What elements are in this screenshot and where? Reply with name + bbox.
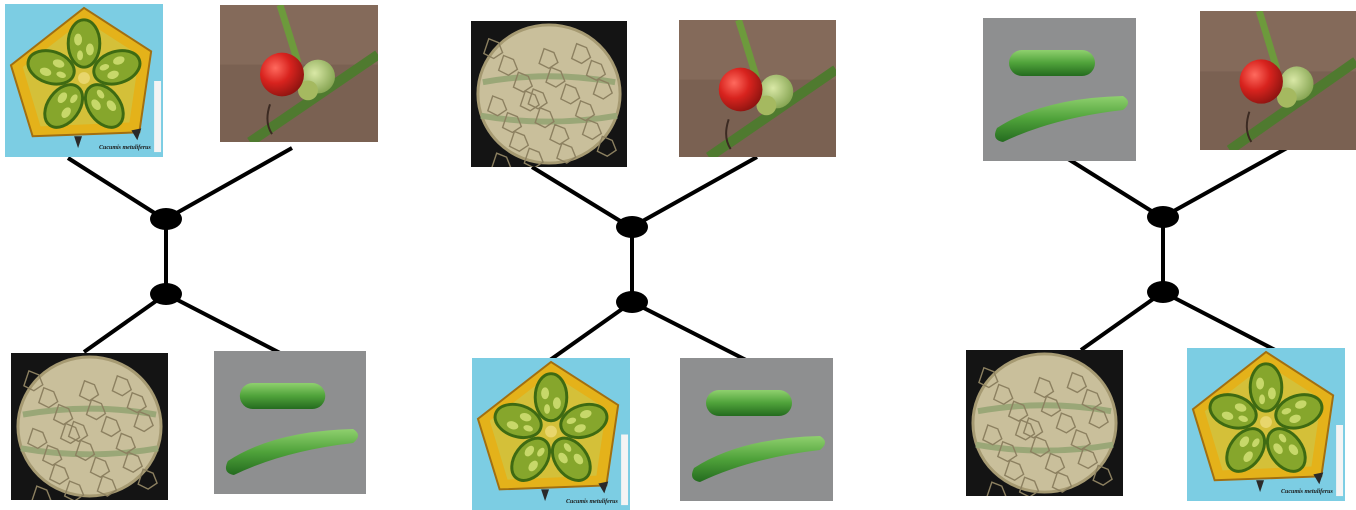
tree-3: [1065, 148, 1287, 352]
photo-melon: [471, 21, 627, 167]
branch: [550, 302, 632, 360]
branch: [1081, 292, 1163, 350]
branch: [1065, 157, 1161, 217]
internal-node: [150, 283, 182, 305]
internal-node: [1147, 281, 1179, 303]
photo-kiwano: Cucumis metuliferus: [5, 4, 163, 157]
branch: [84, 294, 166, 352]
branch: [166, 148, 292, 219]
internal-node: [616, 216, 648, 238]
photo-tomato-relative: [220, 5, 378, 142]
branch: [532, 167, 630, 227]
photo-kiwano: Cucumis metuliferus: [472, 358, 630, 510]
internal-node: [616, 291, 648, 313]
branch: [632, 157, 757, 227]
branch: [1163, 292, 1279, 352]
photo-caption: Cucumis metuliferus: [1281, 489, 1333, 495]
photo-melon: [966, 350, 1123, 496]
photo-caption: Cucumis metuliferus: [99, 145, 151, 151]
photo-kiwano: Cucumis metuliferus: [1187, 348, 1345, 501]
photo-cucumber: [983, 18, 1136, 161]
photo-cucumber: [214, 351, 366, 494]
photo-tomato-relative: [1200, 11, 1356, 150]
photo-caption: Cucumis metuliferus: [566, 499, 618, 505]
branch: [166, 294, 282, 354]
tree-1: [68, 148, 292, 354]
internal-node: [1147, 206, 1179, 228]
photo-melon: [11, 353, 168, 500]
branch: [632, 302, 748, 361]
photo-cucumber: [680, 358, 833, 501]
tree-2: [532, 157, 757, 361]
photo-tomato-relative: [679, 20, 836, 157]
branch: [1163, 148, 1287, 217]
branch: [68, 158, 164, 219]
internal-node: [150, 208, 182, 230]
